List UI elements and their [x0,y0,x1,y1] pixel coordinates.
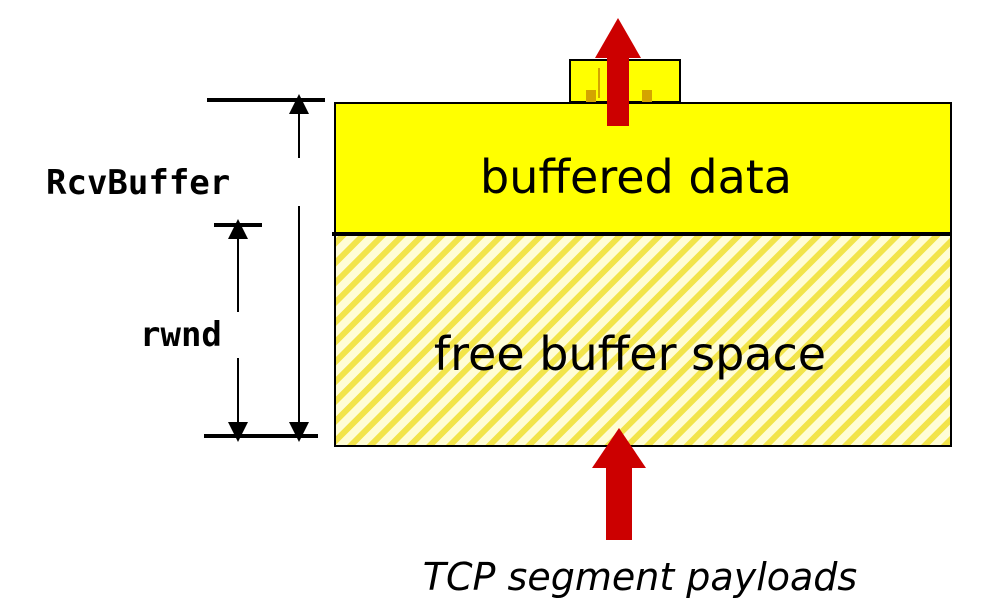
free-buffer-space-label: free buffer space [434,327,826,381]
rcvbuffer-dimension [204,94,325,442]
buffered-data-region [334,102,952,235]
deliver-up-arrow [595,18,641,126]
rwnd-label: rwnd [140,315,222,355]
buffered-data-label: buffered data [480,150,792,204]
tcp-segment-payloads-caption: TCP segment payloads [423,555,857,599]
free-buffer-space-region [334,233,952,447]
incoming-up-arrow [592,428,646,540]
rcvbuffer-label: RcvBuffer [46,163,230,203]
